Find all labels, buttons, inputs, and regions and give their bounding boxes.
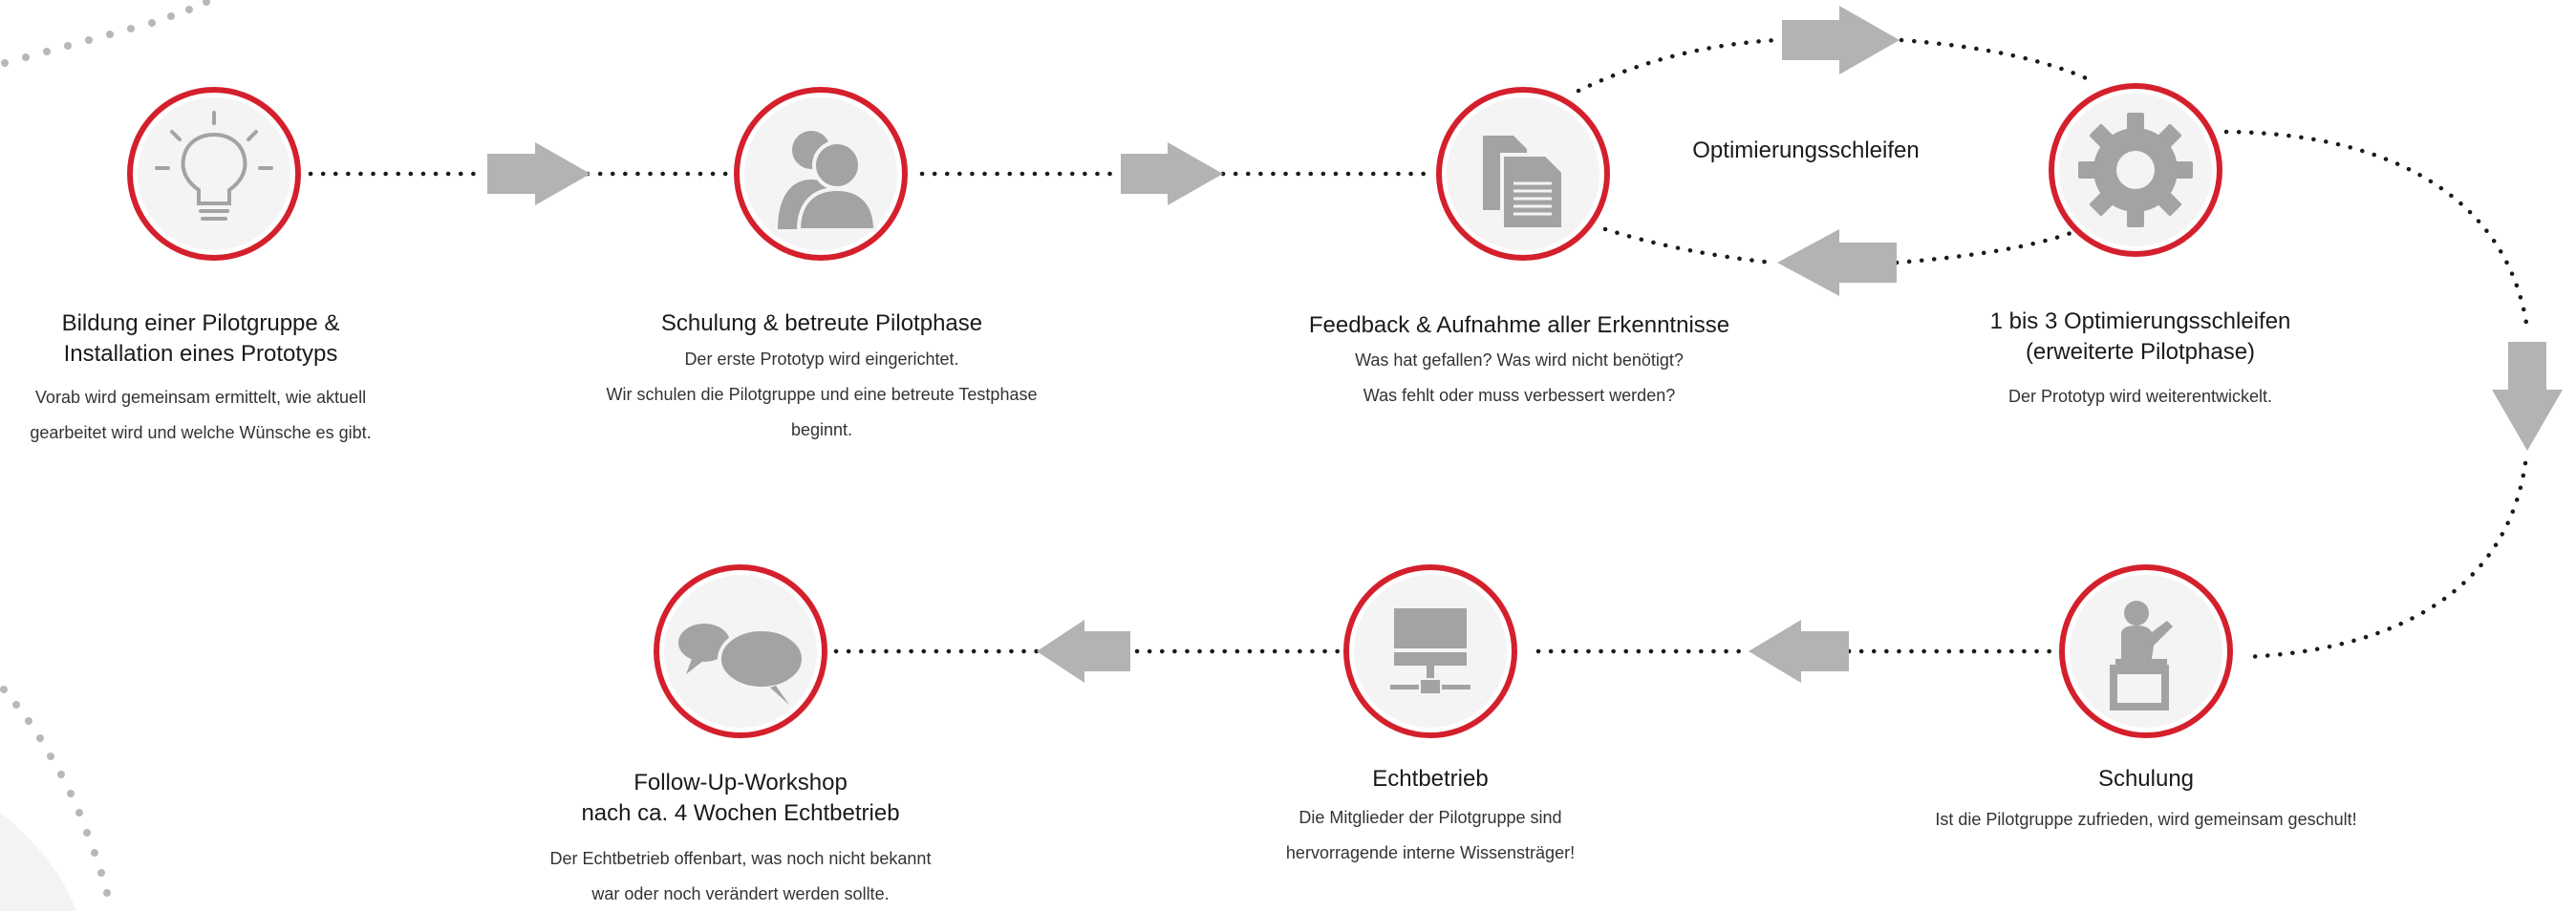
documents-icon — [1483, 136, 1565, 231]
decorative-dot-arc-top — [1, 0, 210, 67]
step-4-title-line: (erweiterte Pilotphase) — [2025, 339, 2256, 365]
gear-icon — [2078, 113, 2193, 227]
decorative-corner-shape — [0, 812, 76, 911]
step-7-description: Der Echtbetrieb offenbart, was noch nich… — [497, 841, 984, 912]
loop-label: Optimierungsschleifen — [1692, 138, 1920, 163]
arrow-loop-right — [1782, 6, 1900, 74]
arrow-right-1 — [487, 142, 590, 205]
step-1-desc-line: Vorab wird gemeinsam ermittelt, wie aktu… — [34, 388, 367, 407]
step-4-desc-line: Der Prototyp wird weiterentwickelt. — [2007, 387, 2273, 406]
dotted-connectors — [308, 37, 2530, 660]
step-1-description: Vorab wird gemeinsam ermittelt, wie aktu… — [0, 380, 401, 451]
people-icon — [778, 131, 878, 232]
step-2-desc-line: Wir schulen die Pilotgruppe und eine bet… — [606, 385, 1038, 404]
arrow-down — [2492, 342, 2563, 451]
step-6-title-line: Echtbetrieb — [1372, 766, 1489, 792]
step-4-title: 1 bis 3 Optimierungsschleifen (erweitert… — [1949, 307, 2331, 368]
arrow-left-6 — [1037, 620, 1130, 683]
step-6-description: Die Mitglieder der Pilotgruppe sind herv… — [1239, 800, 1621, 871]
loop-bottom-left — [1602, 226, 1775, 265]
step-6-title: Echtbetrieb — [1239, 764, 1621, 795]
step-6-desc-line: Die Mitglieder der Pilotgruppe sind — [1299, 808, 1562, 827]
loop-top-left — [1576, 37, 1780, 94]
step-7-title: Follow-Up-Workshop nach ca. 4 Wochen Ech… — [497, 768, 984, 829]
arrow-left-5 — [1749, 620, 1849, 683]
step-5-title-line: Schulung — [2097, 766, 2195, 792]
step-2-desc-line: Der erste Prototyp wird eingerichtet. — [684, 350, 959, 369]
step-1-title-line: Installation eines Prototyps — [63, 341, 338, 367]
step-3-desc-line: Was fehlt oder muss verbessert werden? — [1363, 386, 1676, 405]
presenter-icon — [2110, 601, 2173, 711]
step-7-title-line: nach ca. 4 Wochen Echtbetrieb — [581, 800, 900, 826]
step-3-title: Feedback & Aufnahme aller Erkenntnisse — [1223, 310, 1815, 341]
decorative-dot-arc-bottom — [0, 686, 111, 897]
step-7-desc-line: Der Echtbetrieb offenbart, was noch nich… — [549, 849, 932, 868]
step-5-description: Ist die Pilotgruppe zufrieden, wird geme… — [1898, 802, 2394, 838]
step-2-description: Der erste Prototyp wird eingerichtet. Wi… — [535, 342, 1108, 448]
arrow-loop-left — [1777, 229, 1897, 296]
flow-arrows — [487, 6, 2563, 683]
step-1-title-line: Bildung einer Pilotgruppe & — [61, 310, 340, 336]
step-7-desc-line: war oder noch verändert werden sollte. — [591, 884, 890, 903]
step-3-description: Was hat gefallen? Was wird nicht benötig… — [1223, 343, 1815, 414]
step-5-desc-line: Ist die Pilotgruppe zufrieden, wird geme… — [1935, 810, 2357, 829]
loop-down-bottom — [2243, 460, 2528, 660]
arrow-right-2 — [1121, 142, 1223, 205]
step-7-title-line: Follow-Up-Workshop — [633, 770, 848, 795]
lightbulb-icon — [155, 111, 273, 221]
step-2-title-line: Schulung & betreute Pilotphase — [660, 310, 983, 336]
step-2-title: Schulung & betreute Pilotphase — [535, 308, 1108, 339]
loop-down-top — [2223, 129, 2530, 332]
step-3-desc-line: Was hat gefallen? Was wird nicht benötig… — [1355, 350, 1684, 370]
step-1-title: Bildung einer Pilotgruppe & Installation… — [0, 308, 401, 370]
step-2-desc-line: beginnt. — [790, 420, 853, 439]
server-network-icon — [1390, 608, 1470, 695]
step-4-title-line: 1 bis 3 Optimierungsschleifen — [1989, 308, 2291, 334]
loop-bottom-right — [1894, 229, 2076, 265]
step-4-description: Der Prototyp wird weiterentwickelt. — [1949, 379, 2331, 414]
speech-bubbles-icon — [678, 624, 805, 705]
loop-top-right — [1899, 37, 2095, 84]
step-1-desc-line: gearbeitet wird und welche Wünsche es gi… — [30, 423, 372, 442]
step-6-desc-line: hervorragende interne Wissensträger! — [1285, 843, 1576, 862]
step-3-title-line: Feedback & Aufnahme aller Erkenntnisse — [1308, 312, 1730, 338]
step-5-title: Schulung — [1898, 764, 2394, 795]
